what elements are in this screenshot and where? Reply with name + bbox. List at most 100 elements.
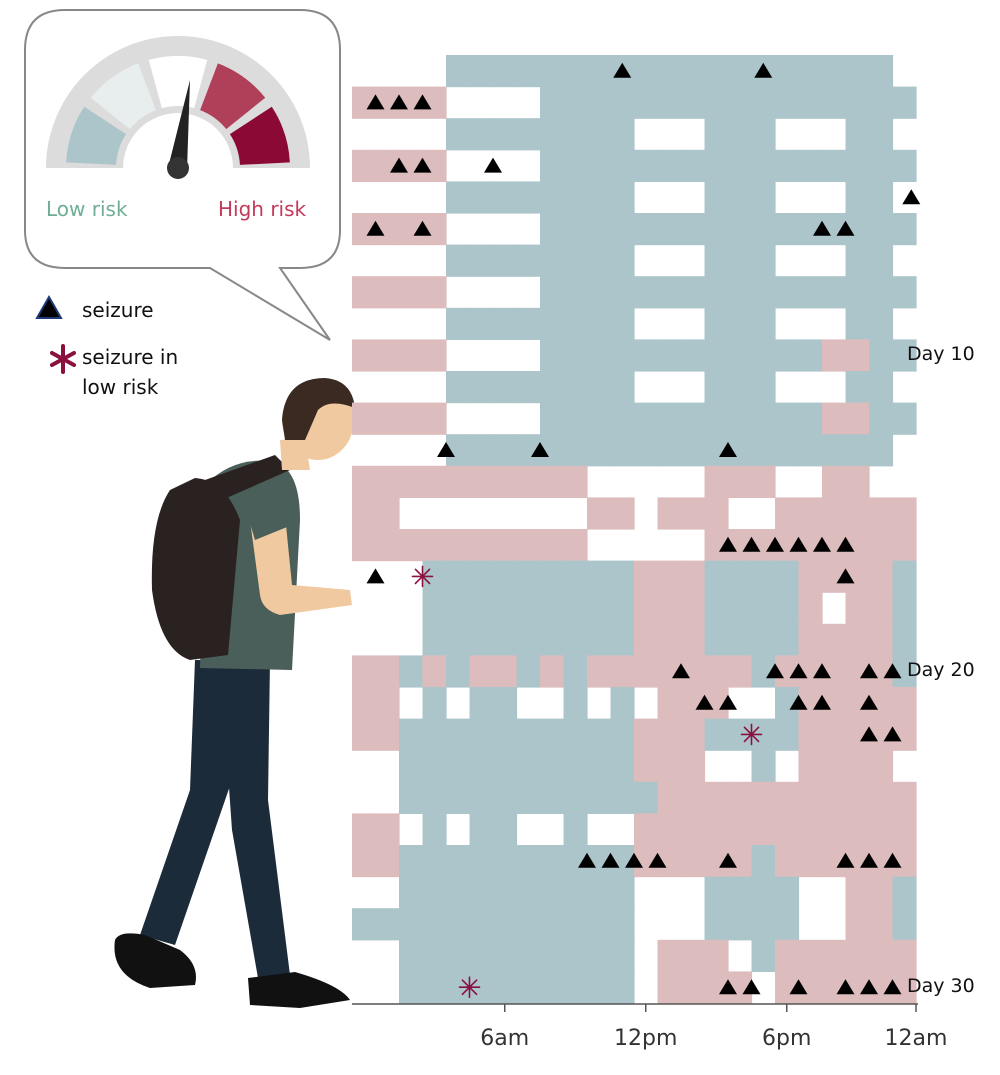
low-risk-cell bbox=[540, 371, 565, 404]
low-risk-cell bbox=[892, 276, 917, 309]
low-risk-cell bbox=[493, 908, 518, 941]
low-risk-cell bbox=[587, 592, 612, 625]
high-risk-cell bbox=[845, 908, 870, 941]
seizure-marker bbox=[366, 220, 385, 236]
low-risk-cell bbox=[704, 718, 729, 751]
low-risk-cell bbox=[469, 687, 494, 720]
low-risk-cell bbox=[681, 339, 706, 372]
low-risk-cell bbox=[493, 845, 518, 878]
low-risk-cell bbox=[563, 244, 588, 277]
low-risk-cell bbox=[587, 971, 612, 1004]
low-risk-cell bbox=[657, 402, 682, 435]
high-risk-cell bbox=[352, 497, 377, 530]
seizure-marker bbox=[531, 442, 549, 457]
low-risk-cell bbox=[422, 939, 447, 972]
low-risk-cell bbox=[446, 876, 471, 909]
x-tick-label: 6am bbox=[480, 1026, 530, 1051]
low-risk-cell bbox=[493, 118, 518, 151]
high-risk-cell bbox=[657, 813, 682, 846]
high-risk-cell bbox=[516, 529, 541, 562]
low-risk-cell bbox=[446, 623, 471, 656]
low-risk-cell bbox=[540, 876, 565, 909]
high-risk-cell bbox=[681, 623, 706, 656]
seizure-marker bbox=[883, 663, 902, 679]
low-risk-cell bbox=[869, 244, 894, 277]
low-risk-cell bbox=[399, 939, 424, 972]
high-risk-cell bbox=[845, 623, 870, 656]
low-risk-cell bbox=[587, 86, 612, 119]
low-risk-cell bbox=[610, 971, 635, 1004]
low-risk-cell bbox=[634, 86, 659, 119]
seizure-marker bbox=[366, 94, 385, 110]
high-risk-cell bbox=[375, 718, 400, 751]
low-risk-cell bbox=[822, 434, 847, 467]
low-risk-cell bbox=[493, 560, 518, 593]
low-risk-cell bbox=[845, 149, 870, 182]
low-risk-cell bbox=[422, 592, 447, 625]
high-risk-cell bbox=[352, 276, 377, 309]
low-risk-cell bbox=[869, 86, 894, 119]
seizure-marker bbox=[813, 694, 831, 710]
low-risk-cell bbox=[822, 55, 847, 88]
low-risk-cell bbox=[728, 213, 753, 246]
high-risk-cell bbox=[798, 845, 823, 878]
low-risk-cell bbox=[399, 971, 424, 1004]
low-risk-cell bbox=[563, 339, 588, 372]
low-risk-cell bbox=[728, 244, 753, 277]
low-risk-cell bbox=[775, 876, 800, 909]
low-risk-cell bbox=[516, 781, 541, 814]
low-risk-cell bbox=[798, 276, 823, 309]
seizure-marker bbox=[860, 852, 878, 868]
x-axis bbox=[352, 1003, 918, 1012]
low-risk-cell bbox=[469, 908, 494, 941]
low-risk-cell bbox=[563, 434, 588, 467]
low-risk-cell bbox=[587, 402, 612, 435]
high-risk-cell bbox=[798, 592, 823, 625]
high-risk-cell bbox=[869, 813, 894, 846]
high-risk-cell bbox=[845, 939, 870, 972]
seizure-marker bbox=[813, 536, 831, 552]
gauge-segment-mid bbox=[148, 56, 208, 109]
low-risk-cell bbox=[704, 149, 729, 182]
low-risk-cell bbox=[610, 939, 635, 972]
low-risk-cell bbox=[540, 623, 565, 656]
low-risk-cell bbox=[446, 307, 471, 340]
low-risk-cell bbox=[469, 307, 494, 340]
low-risk-cell bbox=[587, 276, 612, 309]
low-risk-cell bbox=[610, 908, 635, 941]
low-risk-cell bbox=[610, 781, 635, 814]
low-risk-cell bbox=[704, 876, 729, 909]
low-risk-cell bbox=[563, 86, 588, 119]
low-risk-cell bbox=[610, 687, 635, 720]
low-risk-cell bbox=[775, 149, 800, 182]
high-risk-cell bbox=[798, 497, 823, 530]
seizure-markers bbox=[366, 62, 921, 995]
high-risk-cell bbox=[798, 560, 823, 593]
seizure-marker bbox=[413, 220, 432, 236]
low-risk-cell bbox=[469, 845, 494, 878]
high-risk-cell bbox=[540, 529, 565, 562]
seizure-marker bbox=[789, 979, 808, 995]
high-risk-cell bbox=[822, 813, 847, 846]
low-risk-cell bbox=[634, 781, 659, 814]
seizure-marker bbox=[813, 663, 831, 679]
low-risk-cell bbox=[563, 560, 588, 593]
low-risk-cell bbox=[610, 86, 635, 119]
gauge-segment-high bbox=[229, 106, 290, 165]
low-risk-cell bbox=[540, 55, 565, 88]
low-risk-cell bbox=[540, 781, 565, 814]
high-risk-cell bbox=[845, 876, 870, 909]
low-risk-cell bbox=[469, 371, 494, 404]
low-risk-cell bbox=[587, 434, 612, 467]
high-risk-cell bbox=[352, 465, 377, 498]
seizure-marker bbox=[390, 94, 408, 110]
seizure-marker bbox=[883, 979, 902, 995]
low-risk-cell bbox=[516, 55, 541, 88]
risk-gauge bbox=[46, 36, 310, 179]
high-risk-cell bbox=[634, 750, 659, 783]
low-risk-cell bbox=[610, 434, 635, 467]
low-risk-cell bbox=[493, 55, 518, 88]
low-risk-cell bbox=[845, 244, 870, 277]
seizure-marker bbox=[413, 157, 432, 173]
low-risk-cell bbox=[728, 55, 753, 88]
